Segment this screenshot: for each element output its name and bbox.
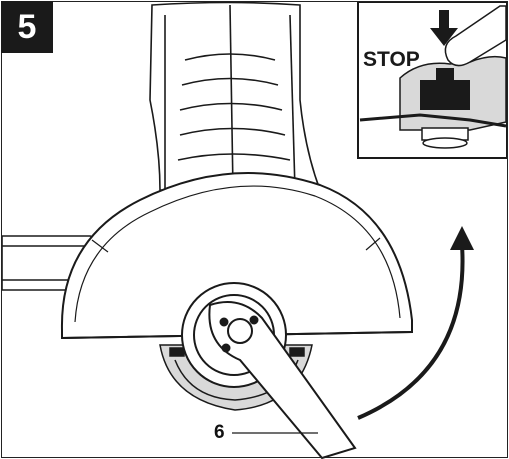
- spanner-wrench: [208, 301, 357, 459]
- inset-stop-label: STOP: [363, 48, 420, 71]
- inset-detail: STOP: [357, 1, 508, 159]
- motor-housing: [149, 1, 322, 191]
- pressing-finger-icon: [444, 5, 507, 67]
- press-down-arrow-icon: [430, 10, 458, 46]
- step-number-badge: 5: [1, 1, 53, 53]
- callout-label-6: 6: [214, 422, 225, 443]
- rotation-arrow-icon: [357, 226, 474, 420]
